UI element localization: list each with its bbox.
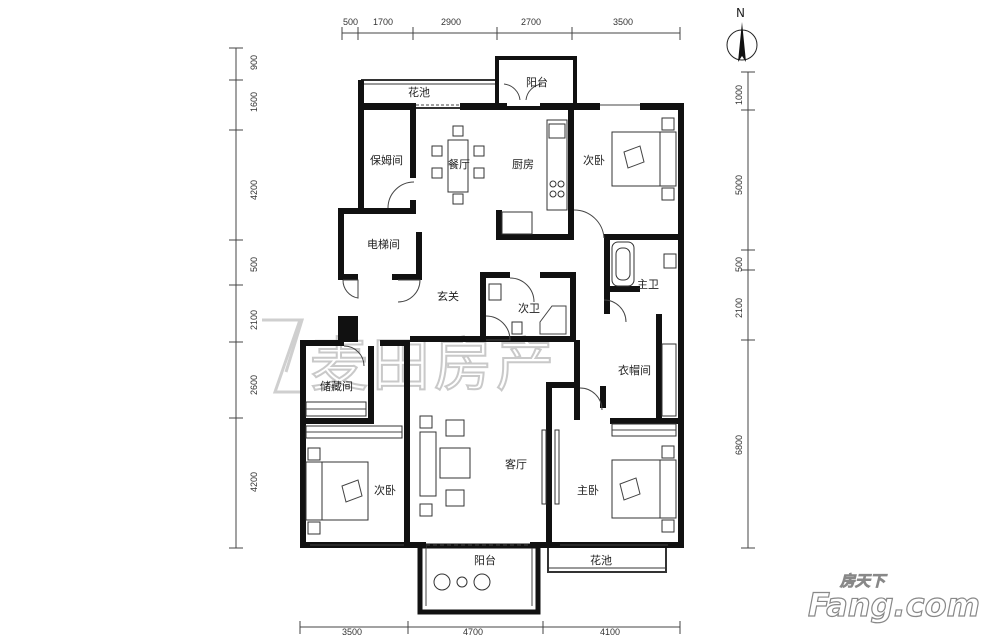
label-foyer: 玄关 — [437, 289, 459, 303]
dim-right-4: 2100 — [734, 298, 744, 318]
label-kitchen: 厨房 — [512, 158, 534, 171]
dim-bottom-1: 3500 — [342, 627, 362, 637]
dim-left-1: 900 — [249, 55, 259, 70]
dim-left-2: 1600 — [249, 92, 259, 112]
dim-right-1: 1000 — [734, 85, 744, 105]
dimension-lines — [229, 27, 755, 634]
dim-bottom-2: 4700 — [463, 627, 483, 637]
label-living: 客厅 — [505, 457, 527, 471]
label-bedroom-ne: 次卧 — [583, 153, 605, 167]
bed-ne — [611, 117, 677, 201]
bed-master — [554, 429, 677, 533]
dim-right-2: 5000 — [734, 175, 744, 195]
label-elevator: 电梯间 — [367, 238, 400, 251]
dim-top-2: 1700 — [373, 17, 393, 27]
dim-left-5: 2100 — [249, 310, 259, 330]
brand-en: Fang.com — [808, 586, 980, 624]
bed-sw — [305, 447, 369, 535]
living-set — [419, 415, 547, 517]
dim-bottom-3: 4100 — [600, 627, 620, 637]
dim-left-4: 500 — [249, 257, 259, 272]
dim-top-5: 3500 — [613, 17, 633, 27]
label-guest-bath: 次卫 — [518, 301, 540, 315]
label-nanny-room: 保姆间 — [370, 153, 403, 167]
kitchen-counter — [501, 119, 568, 235]
label-bedroom-sw: 次卧 — [374, 483, 396, 497]
dim-right-3: 500 — [734, 257, 744, 272]
label-master-bath: 主卫 — [637, 278, 659, 291]
dim-top-4: 2700 — [521, 17, 541, 27]
dim-right-5: 6800 — [734, 435, 744, 455]
label-flower-bed-bottom: 花池 — [590, 554, 612, 567]
bathtub — [611, 241, 677, 287]
guest-bath-fixtures — [488, 283, 567, 335]
label-master-bed: 主卧 — [577, 484, 599, 497]
closets — [305, 343, 677, 439]
dim-left-7: 4200 — [249, 472, 259, 492]
brand-cn: 房天下 — [839, 572, 888, 590]
label-flower-bed-top: 花池 — [408, 86, 430, 99]
dim-left-6: 2600 — [249, 375, 259, 395]
compass-north-label: N — [736, 6, 745, 20]
label-storage: 储藏间 — [320, 379, 353, 393]
fang-logo: 房天下 Fang.com — [807, 572, 980, 625]
label-cloakroom: 衣帽间 — [618, 363, 651, 377]
label-balcony-top: 阳台 — [526, 75, 548, 89]
doors-windows — [310, 83, 668, 546]
dim-top-3: 2900 — [441, 17, 461, 27]
label-dining: 餐厅 — [448, 157, 470, 171]
dim-top-1: 500 — [343, 17, 358, 27]
label-balcony-bottom: 阳台 — [474, 553, 496, 567]
dim-left-3: 4200 — [249, 180, 259, 200]
dining-set — [431, 125, 485, 205]
balcony-chairs — [433, 573, 491, 591]
compass: N — [726, 6, 758, 62]
